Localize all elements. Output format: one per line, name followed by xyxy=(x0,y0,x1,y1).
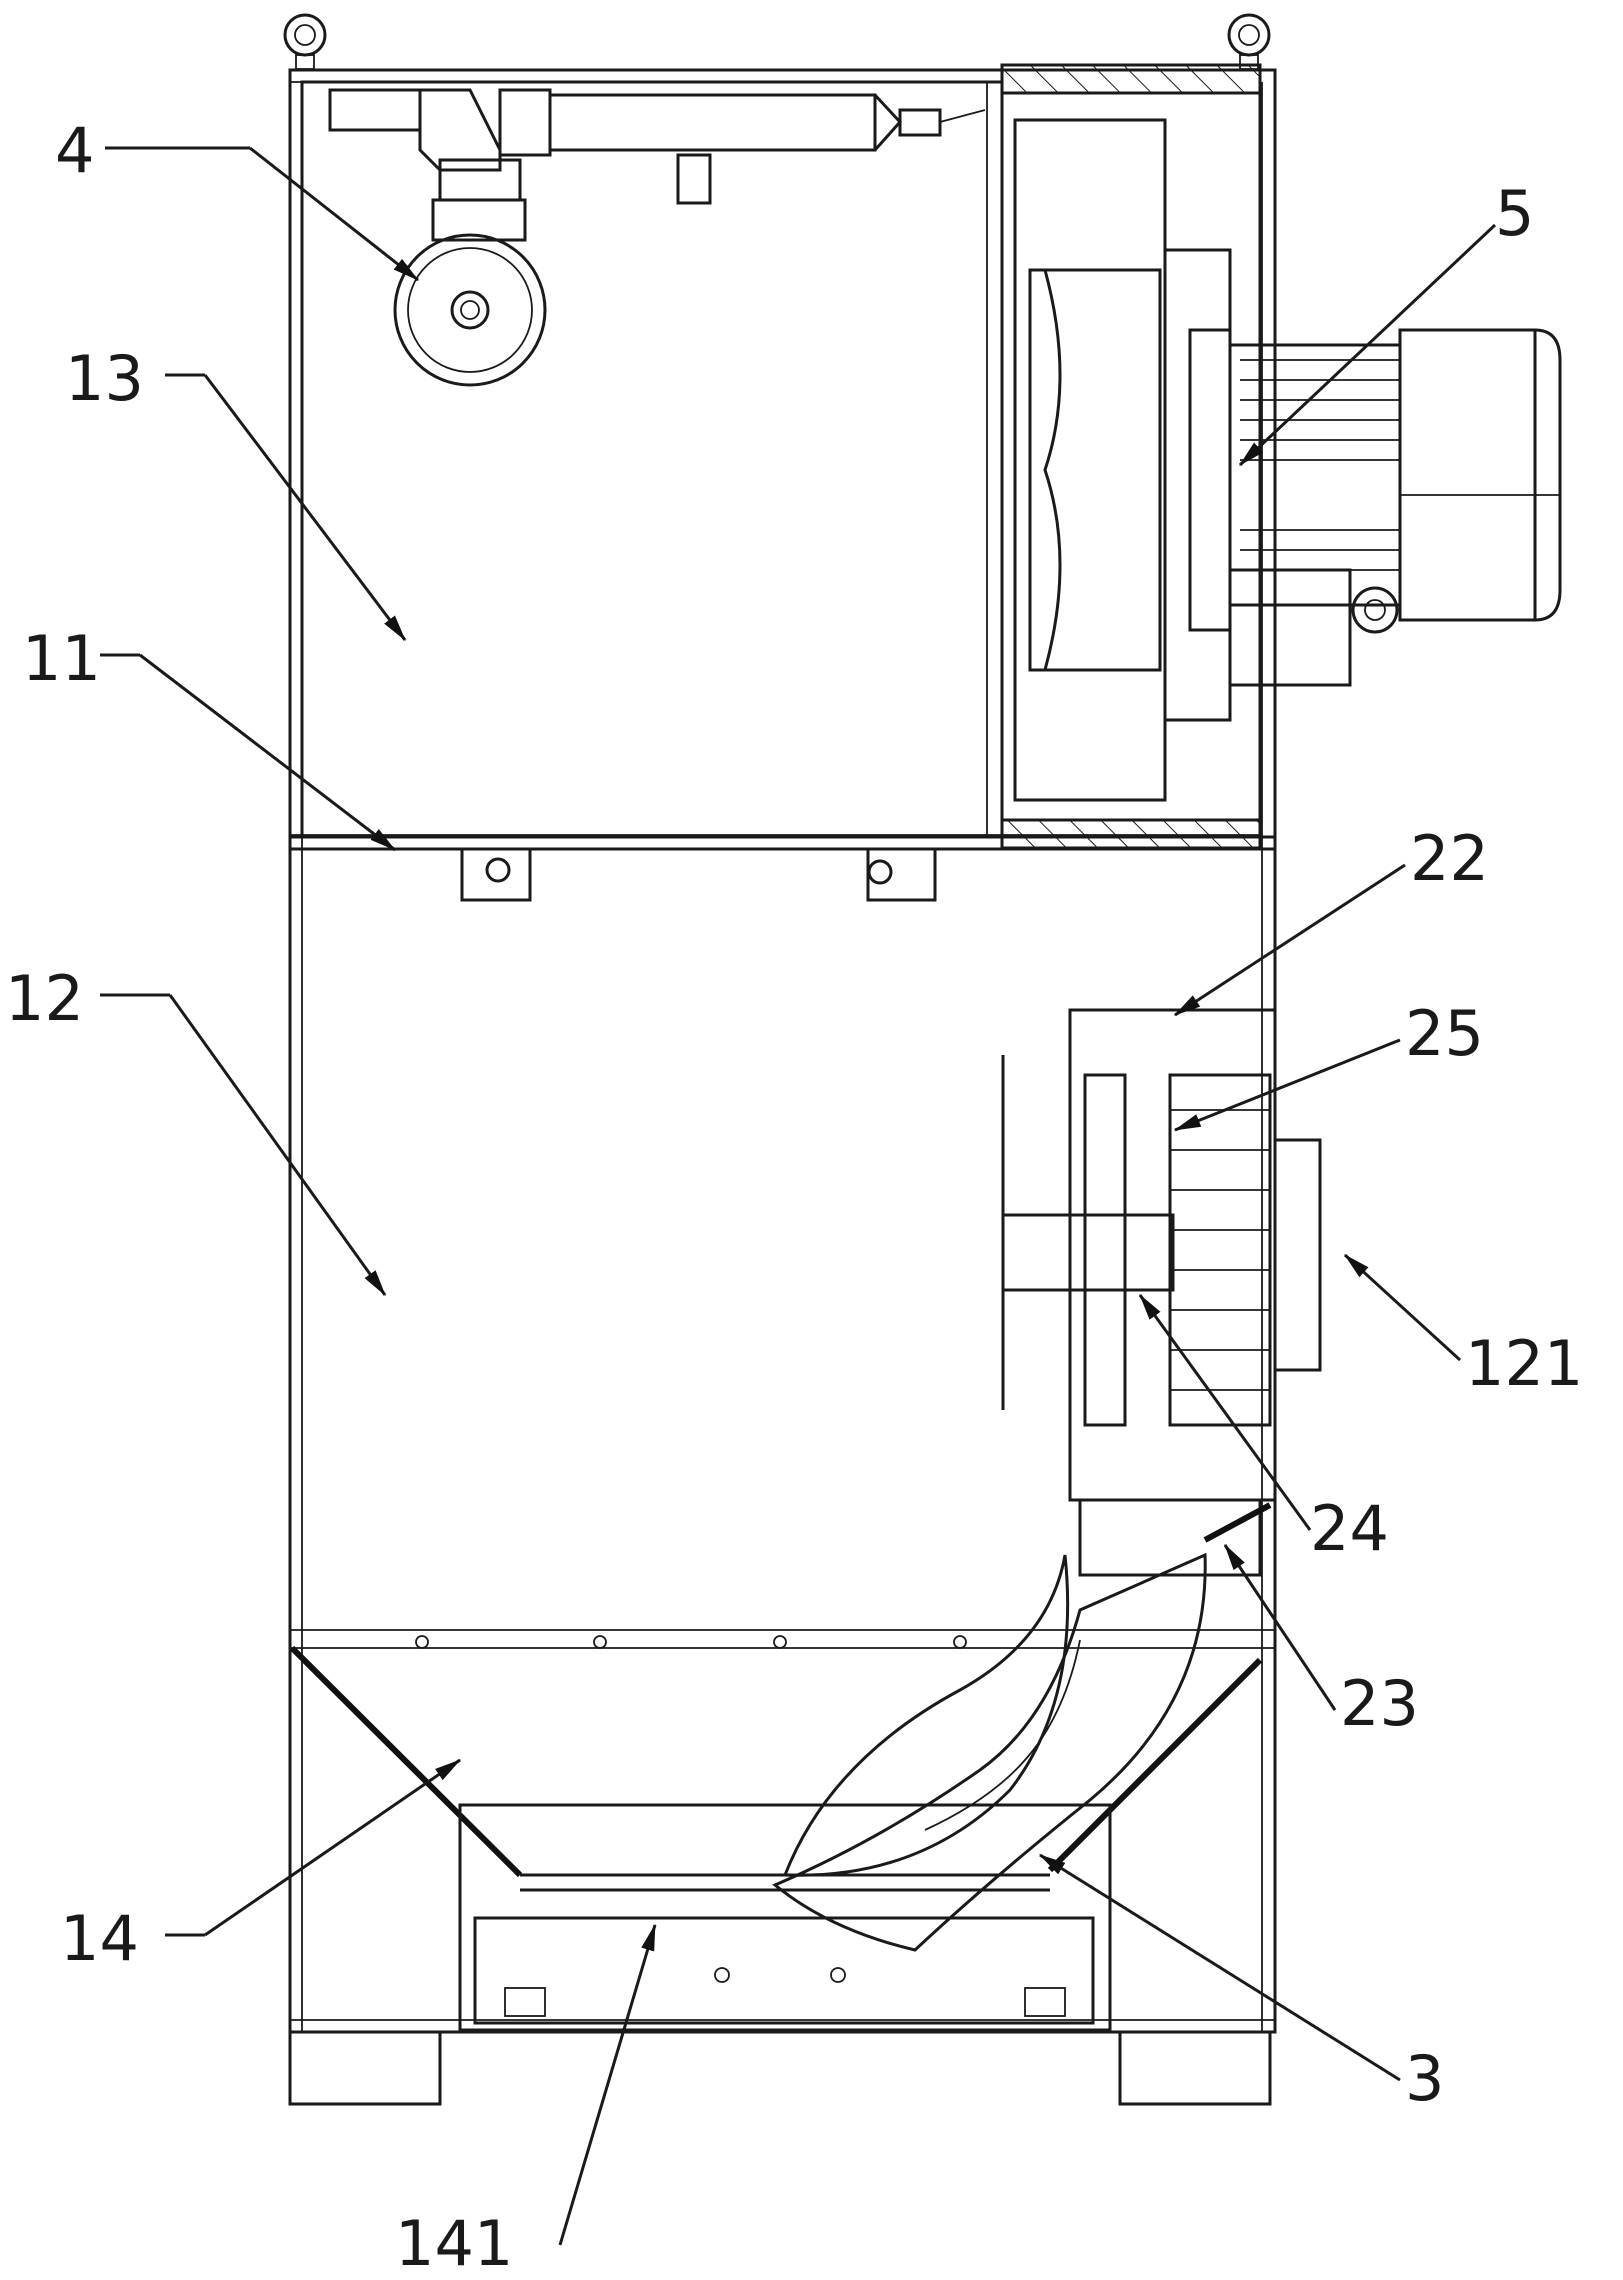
callout-labels: 4 13 11 12 5 22 25 121 24 23 3 14 141 xyxy=(5,114,1583,2280)
callout-5: 5 xyxy=(1495,177,1534,250)
callout-22: 22 xyxy=(1410,822,1489,895)
top-duct xyxy=(1000,63,1262,850)
leader-lines xyxy=(100,146,1497,2246)
pump-assembly xyxy=(328,88,986,387)
cabinet-frame xyxy=(288,68,1277,2034)
feet xyxy=(288,2030,1272,2106)
callout-25: 25 xyxy=(1405,997,1484,1070)
fan-assembly xyxy=(1013,118,1562,802)
callout-141: 141 xyxy=(395,2207,513,2280)
lifting-eye-left xyxy=(283,13,327,70)
callout-13: 13 xyxy=(65,342,144,415)
partition-plate xyxy=(288,835,1277,902)
spiral-chute xyxy=(772,1552,1207,1952)
callout-4: 4 xyxy=(55,114,94,187)
callout-3: 3 xyxy=(1405,2042,1444,2115)
collection-drawer xyxy=(458,1803,1112,2032)
lifting-eye-right xyxy=(1227,13,1271,70)
callout-14: 14 xyxy=(60,1902,139,1975)
upper-chamber xyxy=(300,80,1004,839)
callout-11: 11 xyxy=(22,622,101,695)
callout-121: 121 xyxy=(1465,1327,1583,1400)
callout-24: 24 xyxy=(1310,1492,1389,1565)
callout-23: 23 xyxy=(1340,1667,1419,1740)
callout-12: 12 xyxy=(5,962,84,1035)
hopper xyxy=(289,1635,1263,1892)
inlet-assembly xyxy=(1001,1008,1322,1577)
